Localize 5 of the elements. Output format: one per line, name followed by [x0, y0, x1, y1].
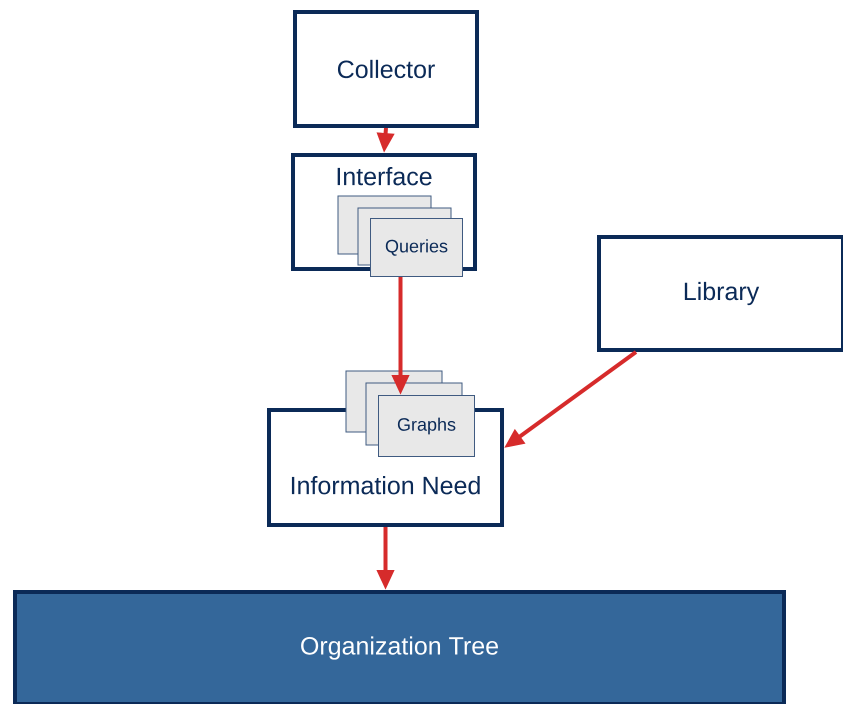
band: Organization Tree — [13, 590, 786, 704]
process-box: Library — [597, 235, 843, 352]
card-stack-drawing: Queries — [338, 196, 463, 277]
card-stack-drawing: Graphs — [346, 370, 475, 457]
process-box: Collector — [293, 10, 479, 128]
